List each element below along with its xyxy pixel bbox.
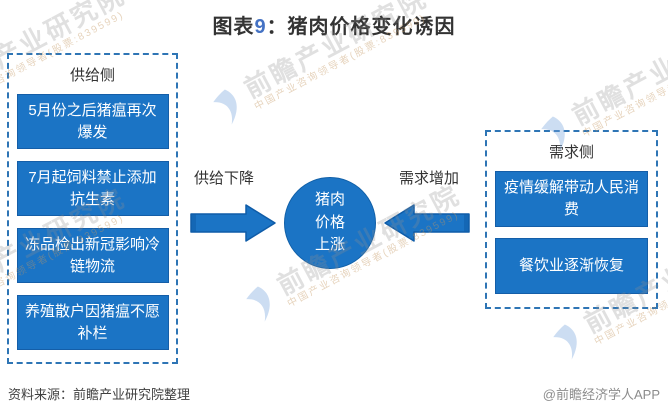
right-arrow-icon: [190, 204, 276, 242]
demand-panel-title: 需求侧: [548, 144, 594, 161]
watermark: 前瞻产业研究院 中国产业咨询领导者(股票:839599): [553, 217, 668, 390]
supply-panel-title: 供给侧: [69, 67, 115, 84]
left-arrow-icon: [384, 204, 470, 242]
supply-factor-box: 冻品检出新冠影响冷链物流: [16, 228, 169, 283]
title-rest: ：猪肉价格变化诱因: [266, 16, 456, 38]
demand-factor-box: 疫情缓解带动人民消费: [495, 171, 648, 227]
supply-factor-box: 7月起饲料禁止添加抗生素: [16, 161, 169, 216]
title-number: 9: [254, 16, 267, 38]
demand-arrow-label: 需求增加: [399, 170, 460, 187]
supply-side-panel: 供给侧 5月份之后猪瘟再次爆发 7月起饲料禁止添加抗生素 冻品检出新冠影响冷链物…: [7, 53, 178, 364]
qianzhan-logo-icon: [246, 286, 270, 322]
demand-side-panel: 需求侧 疫情缓解带动人民消费 餐饮业逐渐恢复: [485, 130, 658, 309]
qianzhan-logo-icon: [213, 89, 237, 125]
demand-factor-box: 餐饮业逐渐恢复: [495, 238, 648, 294]
page-title: 图表9：猪肉价格变化诱因: [0, 10, 668, 39]
attribution: @前瞻经济学人APP: [542, 387, 660, 402]
supply-arrow-label: 供给下降: [194, 170, 255, 187]
pork-price-circle: 猪肉 价格 上涨: [284, 177, 376, 269]
watermark: 前瞻产业研究院 中国产业咨询领导者(股票:839599): [213, 0, 500, 155]
source-note: 资料来源：前瞻产业研究院整理: [8, 387, 191, 402]
watermark-sub-text: 中国产业咨询领导者(股票:839599): [580, 39, 668, 140]
supply-factor-box: 养殖散户因猪瘟不愿补栏: [16, 295, 169, 350]
supply-factor-box: 5月份之后猪瘟再次爆发: [16, 94, 169, 149]
qianzhan-logo-icon: [553, 324, 577, 360]
title-prefix: 图表: [212, 16, 255, 38]
